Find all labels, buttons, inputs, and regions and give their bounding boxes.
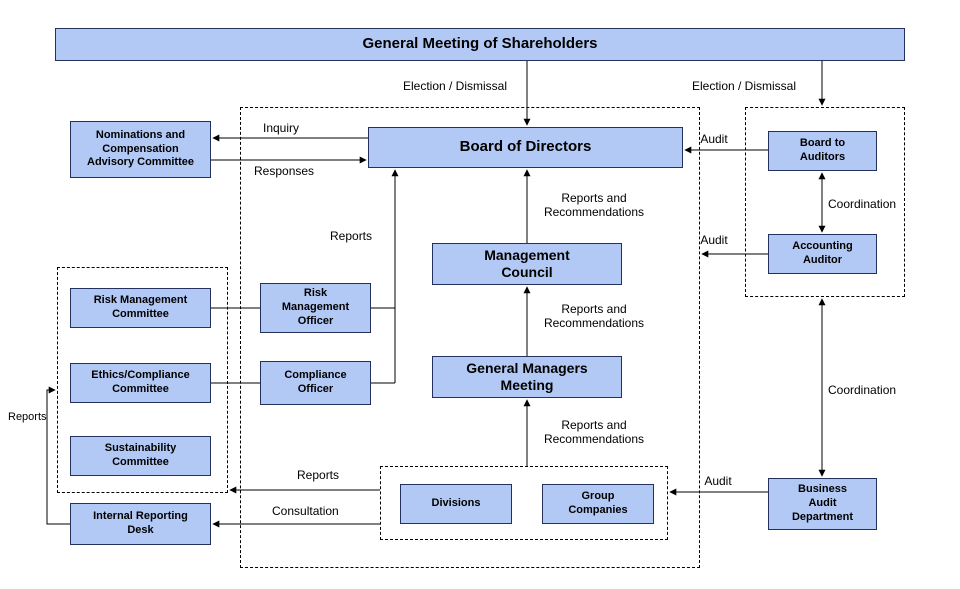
dashed-group-main-governance bbox=[240, 107, 700, 568]
label-election-dismissal-right: Election / Dismissal bbox=[691, 79, 797, 93]
label-reports-recommendations-mid: Reports and Recommendations bbox=[543, 302, 645, 331]
label-reports-divisions: Reports bbox=[297, 468, 340, 482]
label-coordination-top: Coordination bbox=[828, 197, 897, 211]
label-reports-internal: Reports bbox=[8, 411, 47, 423]
node-general-managers-meeting: General Managers Meeting bbox=[432, 356, 622, 398]
node-accounting-auditor: Accounting Auditor bbox=[768, 234, 877, 274]
node-board-of-directors: Board of Directors bbox=[368, 127, 683, 168]
node-ethics-compliance-committee: Ethics/Compliance Committee bbox=[70, 363, 211, 403]
label-reports-recommendations-bottom: Reports and Recommendations bbox=[543, 418, 645, 447]
node-nominations-compensation-committee: Nominations and Compensation Advisory Co… bbox=[70, 121, 211, 178]
node-internal-reporting-desk: Internal Reporting Desk bbox=[70, 503, 211, 545]
node-management-council: Management Council bbox=[432, 243, 622, 285]
label-inquiry: Inquiry bbox=[263, 121, 300, 135]
label-audit-board: Audit bbox=[700, 132, 728, 146]
node-group-companies: Group Companies bbox=[542, 484, 654, 524]
label-election-dismissal-left: Election / Dismissal bbox=[402, 79, 508, 93]
node-divisions: Divisions bbox=[400, 484, 512, 524]
label-reports-officers: Reports bbox=[330, 229, 373, 243]
node-board-to-auditors: Board to Auditors bbox=[768, 131, 877, 171]
node-risk-management-committee: Risk Management Committee bbox=[70, 288, 211, 328]
label-audit-business: Audit bbox=[704, 474, 732, 488]
dashed-group-auditors bbox=[745, 107, 905, 297]
label-consultation: Consultation bbox=[272, 504, 339, 518]
node-business-audit-department: Business Audit Department bbox=[768, 478, 877, 530]
node-risk-management-officer: Risk Management Officer bbox=[260, 283, 371, 333]
label-reports-recommendations-top: Reports and Recommendations bbox=[543, 191, 645, 220]
label-responses: Responses bbox=[254, 164, 315, 178]
label-coordination-bottom: Coordination bbox=[828, 383, 897, 397]
label-audit-accounting: Audit bbox=[700, 233, 728, 247]
node-general-meeting-of-shareholders: General Meeting of Shareholders bbox=[55, 28, 905, 61]
dashed-group-divisions bbox=[380, 466, 668, 540]
node-compliance-officer: Compliance Officer bbox=[260, 361, 371, 405]
dashed-group-committees bbox=[57, 267, 228, 493]
node-sustainability-committee: Sustainability Committee bbox=[70, 436, 211, 476]
